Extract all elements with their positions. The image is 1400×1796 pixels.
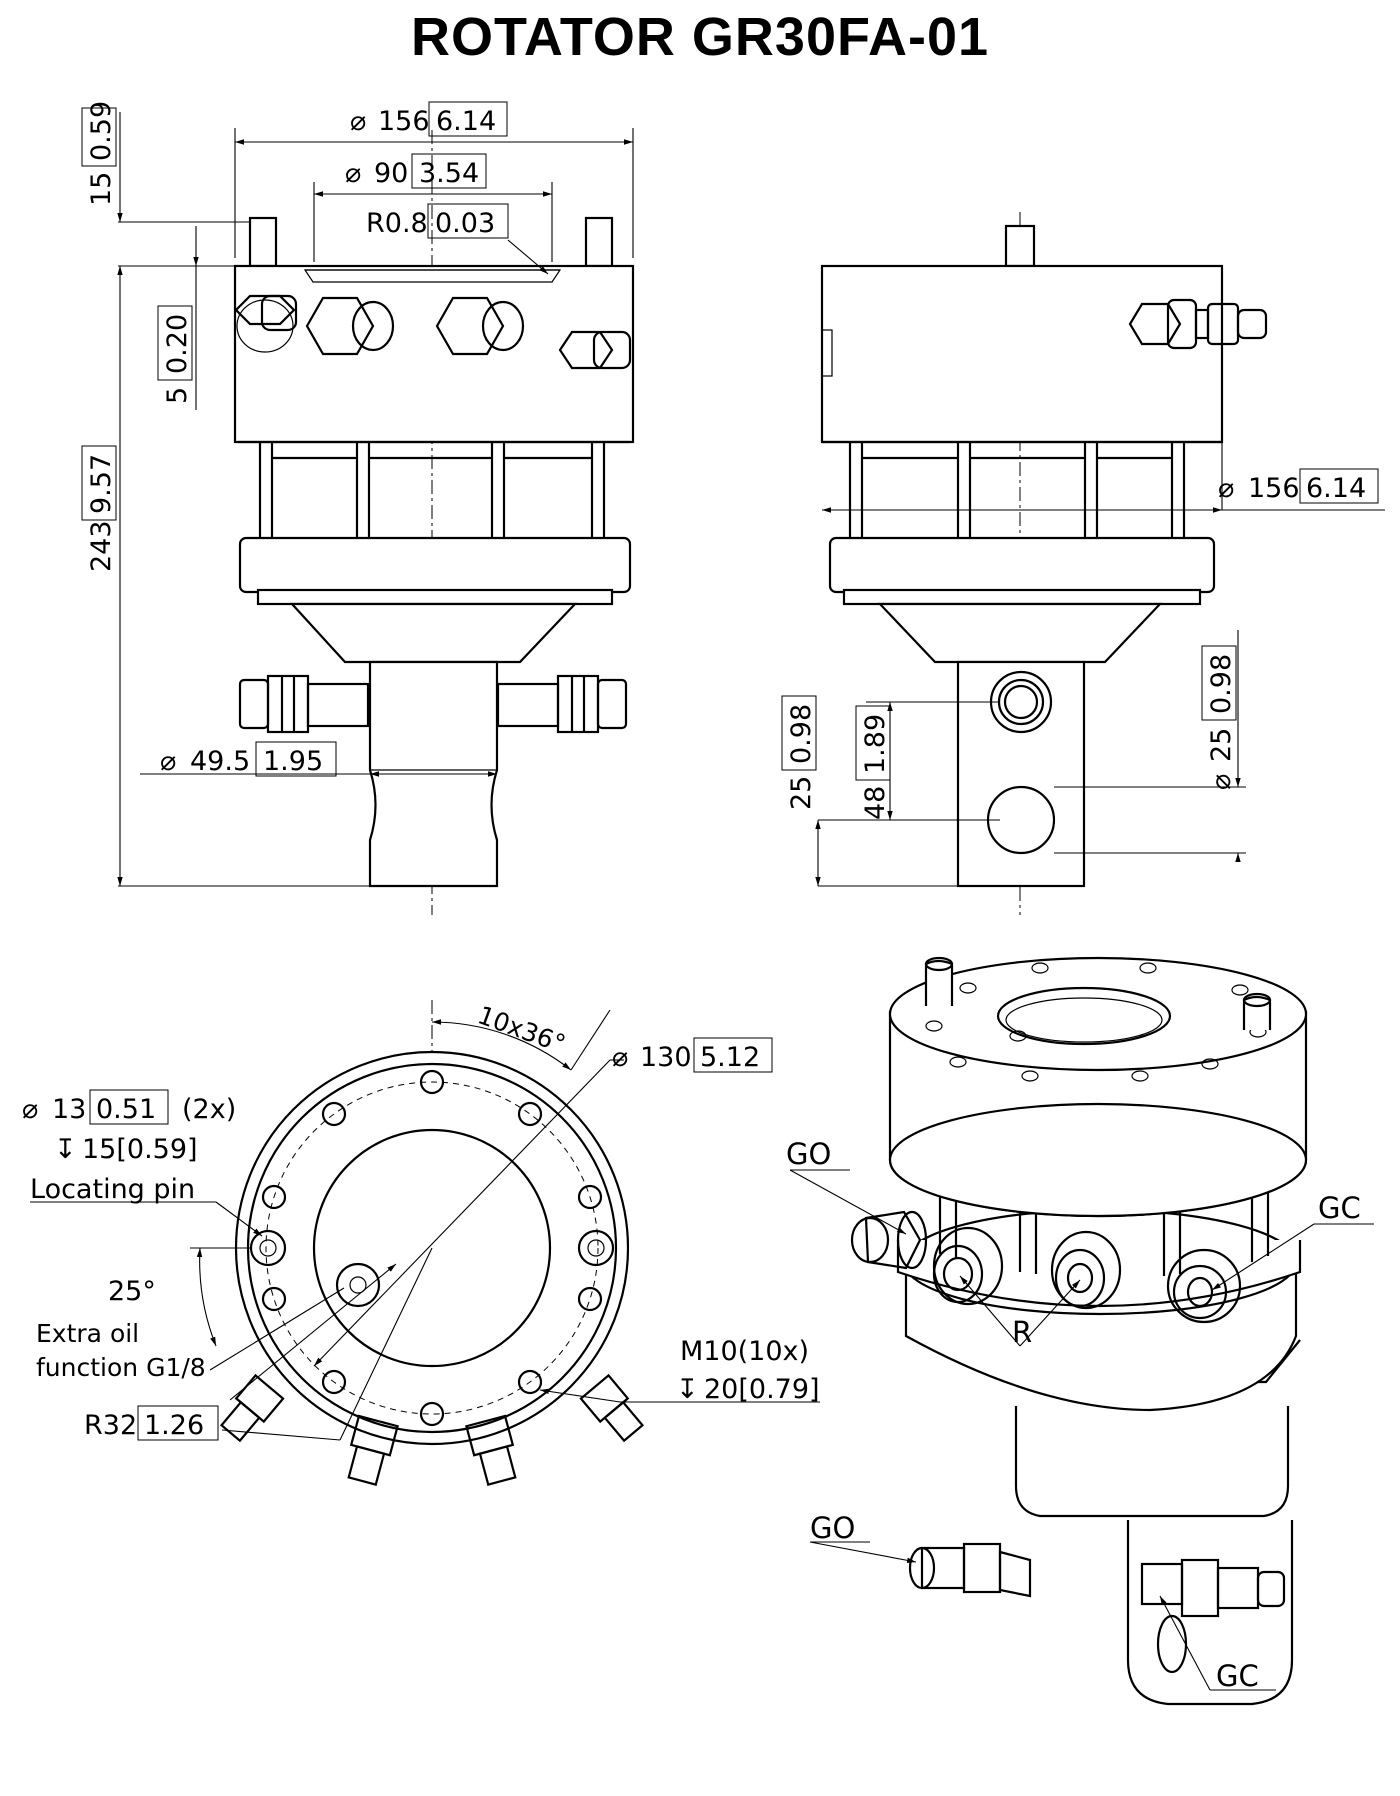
dim-inch: 3.54 — [419, 158, 479, 189]
dim-value: 243 — [86, 520, 117, 572]
dim-angle-25: 25° — [108, 1276, 156, 1307]
dim-value: 25 — [786, 776, 817, 810]
bottom-view: 10x36° ⌀ 130 5.12 ⌀ 13 0.51 (2x) ↧ 15[0.… — [22, 1000, 820, 1486]
dim-d25-side: ⌀ 25 0.98 — [1201, 645, 1237, 790]
dim-d130: ⌀ 130 5.12 — [612, 1037, 773, 1073]
dim-qty: (2x) — [182, 1094, 236, 1125]
side-view: ⌀ 156 6.14 ⌀ 25 0.98 25 0.98 48 1.89 — [781, 212, 1385, 915]
bottom-fittings — [219, 1373, 645, 1486]
label-locating-pin: Locating pin — [30, 1174, 195, 1205]
diameter-symbol: ⌀ — [1206, 774, 1237, 790]
iso-top-fittings — [850, 1210, 1242, 1324]
diameter-symbol: ⌀ — [345, 158, 361, 189]
dim-h25-side: 25 0.98 — [781, 695, 817, 810]
dim-inch: 0.98 — [786, 704, 817, 764]
dim-value: 13 — [52, 1094, 86, 1125]
dim-value: 15 — [86, 172, 117, 206]
dim-value: 10x36° — [474, 1000, 569, 1058]
label-extra-oil-2: function G1/8 — [36, 1353, 206, 1382]
label-go-bottom: GO — [810, 1511, 855, 1545]
dim-value: 5 — [162, 387, 193, 404]
dim-inch: 5.12 — [700, 1042, 760, 1073]
dim-value: 156 — [378, 106, 430, 137]
dim-inch: 6.14 — [436, 106, 496, 137]
isometric-view: GO GC R GO GC — [786, 956, 1374, 1706]
dim-d156-side: ⌀ 156 6.14 — [1218, 468, 1379, 504]
dim-value: R0.8 — [366, 208, 428, 239]
diameter-symbol: ⌀ — [22, 1094, 38, 1125]
dim-value: 156 — [1248, 473, 1300, 504]
front-view: ⌀ 156 6.14 ⌀ 90 3.54 R0.8 0.03 15 0.59 5… — [81, 101, 635, 915]
dim-d156-front: ⌀ 156 6.14 — [350, 101, 508, 137]
dim-r32: R32 1.26 — [84, 1405, 219, 1441]
dim-h5: 5 0.20 — [157, 305, 193, 404]
dim-value: 130 — [640, 1042, 692, 1073]
dim-d90: ⌀ 90 3.54 — [345, 153, 487, 189]
label-gc-top: GC — [1318, 1191, 1361, 1225]
dim-inch: 0.59 — [86, 101, 117, 161]
diameter-symbol: ⌀ — [1218, 473, 1234, 504]
dim-value: 15[0.59] — [82, 1134, 198, 1165]
dim-depth20: ↧ 20[0.79] — [676, 1374, 820, 1405]
dim-inch: 9.57 — [86, 454, 117, 514]
dim-inch: 1.95 — [263, 746, 323, 777]
dim-h243: 243 9.57 — [81, 445, 117, 572]
label-gc-bottom: GC — [1216, 1659, 1259, 1693]
dim-d49: ⌀ 49.5 1.95 — [160, 741, 337, 777]
dim-h48-side: 48 1.89 — [855, 705, 891, 820]
dim-d13: ⌀ 13 0.51 (2x) — [22, 1089, 236, 1125]
dim-depth15: ↧ 15[0.59] — [54, 1134, 198, 1165]
dim-r08: R0.8 0.03 — [366, 203, 509, 239]
dim-value: 90 — [374, 158, 408, 189]
diameter-symbol: ⌀ — [612, 1042, 628, 1073]
depth-symbol: ↧ — [54, 1134, 77, 1165]
dim-inch: 0.03 — [435, 208, 495, 239]
dim-angle-10x36: 10x36° — [474, 1000, 569, 1058]
dim-inch: 0.98 — [1206, 654, 1237, 714]
dim-inch: 1.89 — [860, 714, 891, 774]
dim-m10: M10(10x) — [680, 1336, 809, 1367]
label-go-top: GO — [786, 1137, 831, 1171]
diameter-symbol: ⌀ — [160, 746, 176, 777]
iso-bolt-holes — [925, 962, 1267, 1082]
dim-inch: 6.14 — [1306, 473, 1366, 504]
dim-value: 49.5 — [190, 746, 250, 777]
dim-value: 48 — [860, 786, 891, 820]
dim-inch: 1.26 — [144, 1410, 204, 1441]
dim-inch: 0.51 — [96, 1094, 156, 1125]
label-r: R — [1012, 1315, 1032, 1349]
drawing-title: ROTATOR GR30FA-01 — [410, 7, 990, 67]
depth-symbol: ↧ — [676, 1374, 699, 1405]
dim-inch: 0.20 — [162, 314, 193, 374]
diameter-symbol: ⌀ — [350, 106, 366, 137]
label-extra-oil-1: Extra oil — [36, 1319, 139, 1348]
dim-h15: 15 0.59 — [81, 101, 117, 206]
dim-value: R32 — [84, 1410, 137, 1441]
bolt-holes — [261, 1069, 603, 1427]
dim-value: 20[0.79] — [704, 1374, 820, 1405]
dim-value: 25 — [1206, 728, 1237, 762]
